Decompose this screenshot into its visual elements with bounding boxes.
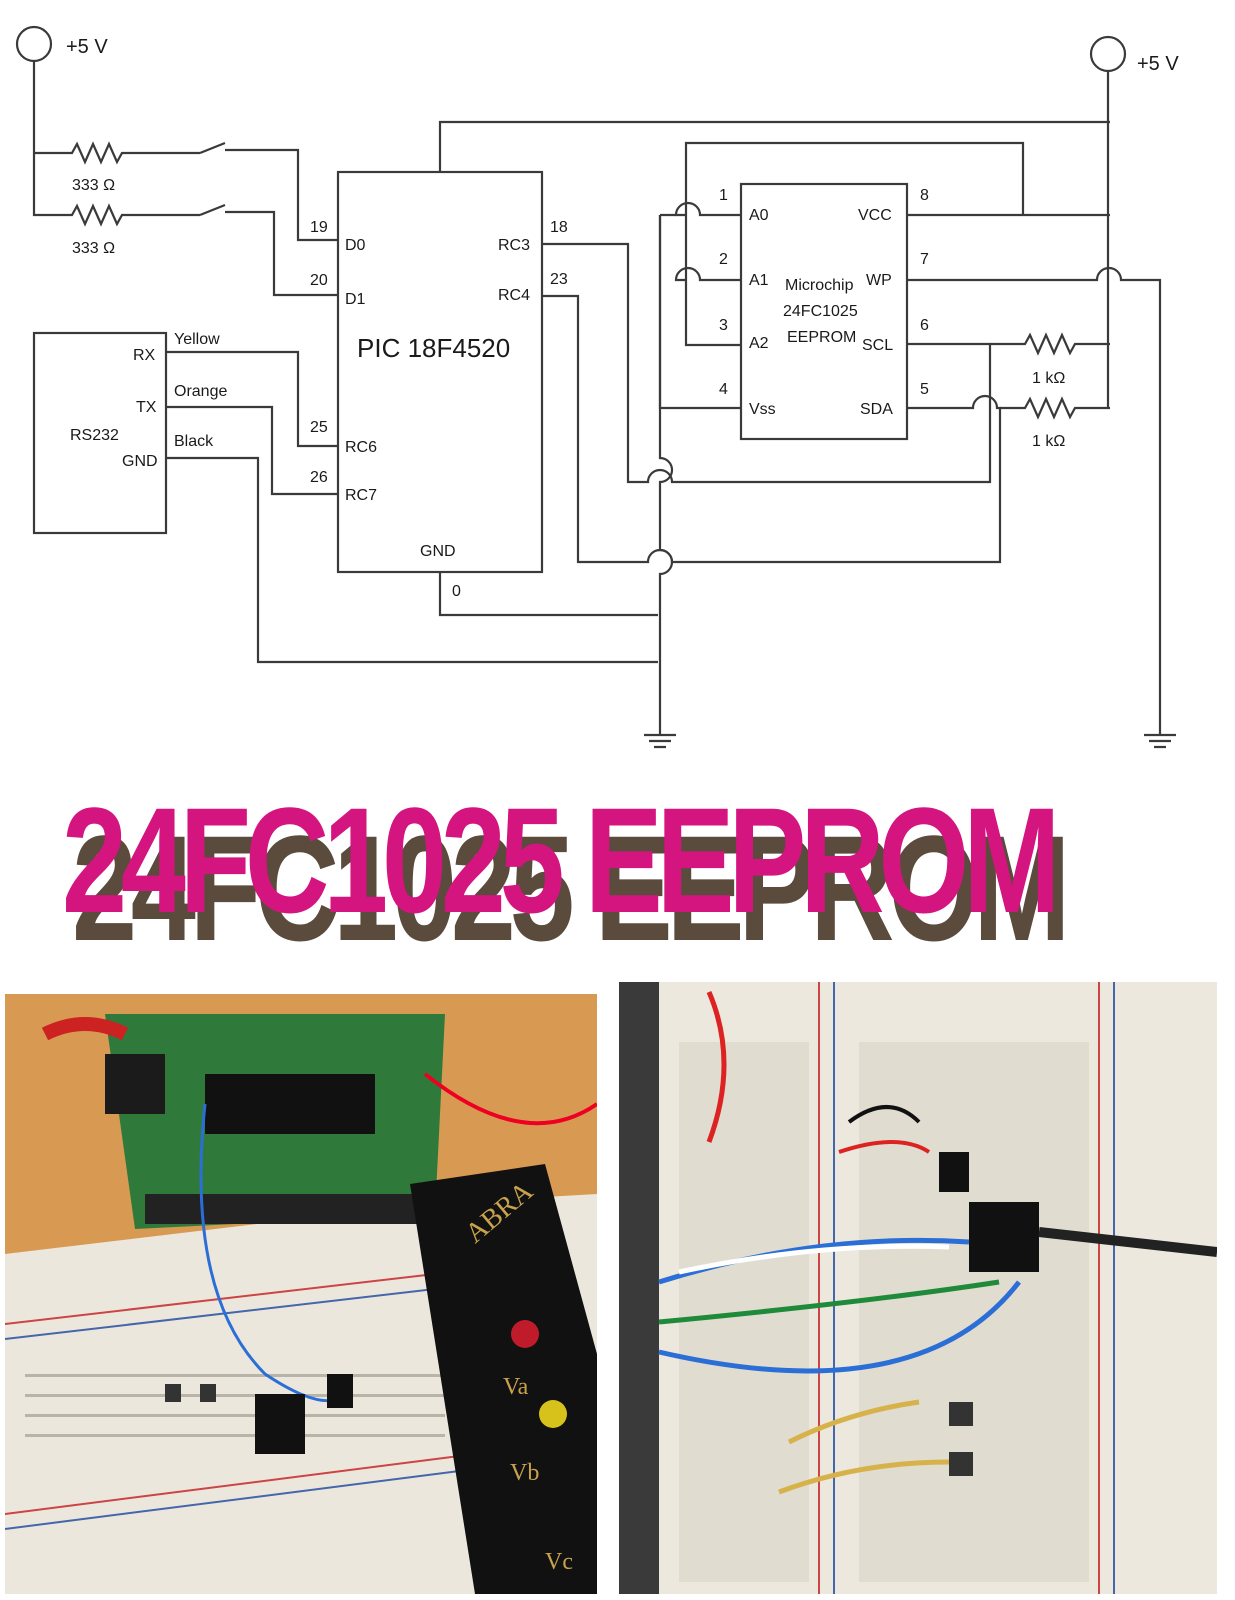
ground-left-icon bbox=[644, 733, 676, 749]
eeprom-a1: A1 bbox=[749, 272, 769, 289]
eeprom-vss: Vss bbox=[749, 401, 776, 418]
pin-d0: D0 bbox=[345, 237, 366, 254]
pic-chip bbox=[336, 170, 544, 574]
pin-26: 26 bbox=[310, 469, 328, 486]
pin-20: 20 bbox=[310, 272, 328, 289]
eeprom-pin7: 7 bbox=[920, 251, 929, 268]
pin-rc7: RC7 bbox=[345, 487, 377, 504]
eeprom-chip bbox=[739, 182, 909, 441]
left-photo-va: Va bbox=[503, 1374, 529, 1400]
pin-19: 19 bbox=[310, 219, 328, 236]
pin-gnd: GND bbox=[420, 543, 456, 560]
rs232-box bbox=[32, 331, 168, 535]
eeprom-pin5: 5 bbox=[920, 381, 929, 398]
pin-rc3: RC3 bbox=[498, 237, 530, 254]
eeprom-scl: SCL bbox=[862, 337, 893, 354]
pullup-bottom-label: 1 kΩ bbox=[1032, 433, 1065, 450]
circuit-schematic: +5 V 333 Ω 333 Ω PIC 18F4520 19 D0 20 D1… bbox=[15, 25, 1179, 749]
power-supply-left-icon bbox=[15, 25, 53, 63]
breadboard-photo-left: ABRA Va Vb Vc bbox=[5, 994, 597, 1594]
resistor-333-top-icon bbox=[62, 141, 338, 242]
eeprom-pin6: 6 bbox=[920, 317, 929, 334]
pullup-top-label: 1 kΩ bbox=[1032, 370, 1065, 387]
power-right-label: +5 V bbox=[1137, 53, 1179, 75]
pin-18: 18 bbox=[550, 219, 568, 236]
eeprom-line1: Microchip bbox=[785, 277, 854, 294]
rs232-tx: TX bbox=[136, 399, 157, 416]
breadboard-photo-right bbox=[619, 982, 1217, 1594]
eeprom-a0: A0 bbox=[749, 207, 769, 224]
wire-orange-label: Orange bbox=[174, 383, 227, 400]
rs232-rx: RX bbox=[133, 347, 156, 364]
pin-23: 23 bbox=[550, 271, 568, 288]
pin-rc6: RC6 bbox=[345, 439, 377, 456]
page-title: 24FC1025 EEPROM bbox=[62, 776, 1061, 944]
left-photo-vc: Vc bbox=[545, 1549, 573, 1575]
wire-yellow-label: Yellow bbox=[174, 331, 220, 348]
pin-25: 25 bbox=[310, 419, 328, 436]
pullup-resistor-bottom-icon bbox=[1000, 396, 1110, 420]
rs232-label: RS232 bbox=[70, 427, 119, 444]
pic-label: PIC 18F4520 bbox=[357, 333, 510, 363]
resistor-333-bottom-icon bbox=[62, 203, 338, 297]
eeprom-line2: 24FC1025 bbox=[783, 303, 858, 320]
resistor-top-label: 333 Ω bbox=[72, 177, 115, 194]
resistor-bottom-label: 333 Ω bbox=[72, 240, 115, 257]
pin-0: 0 bbox=[452, 583, 461, 600]
eeprom-vcc: VCC bbox=[858, 207, 892, 224]
left-photo-vb: Vb bbox=[510, 1460, 539, 1486]
power-left-label: +5 V bbox=[66, 36, 108, 58]
eeprom-line3: EEPROM bbox=[787, 329, 856, 346]
wire-black-label: Black bbox=[174, 433, 214, 450]
power-supply-right-icon bbox=[1089, 35, 1127, 73]
pin-rc4: RC4 bbox=[498, 287, 530, 304]
title-banner: 24FC1025 EEPROM 24FC1025 EEPROM bbox=[0, 785, 1235, 975]
pullup-resistor-top-icon bbox=[990, 332, 1110, 356]
eeprom-wp: WP bbox=[866, 272, 892, 289]
rs232-gnd: GND bbox=[122, 453, 158, 470]
eeprom-pin1: 1 bbox=[719, 187, 728, 204]
eeprom-pin4: 4 bbox=[719, 381, 728, 398]
title-shadow: 24FC1025 EEPROM bbox=[72, 804, 1071, 972]
eeprom-pin2: 2 bbox=[719, 251, 728, 268]
pin-d1: D1 bbox=[345, 291, 366, 308]
ground-right-icon bbox=[1144, 733, 1176, 749]
eeprom-a2: A2 bbox=[749, 335, 769, 352]
eeprom-pin8: 8 bbox=[920, 187, 929, 204]
eeprom-sda: SDA bbox=[860, 401, 893, 418]
eeprom-pin3: 3 bbox=[719, 317, 728, 334]
